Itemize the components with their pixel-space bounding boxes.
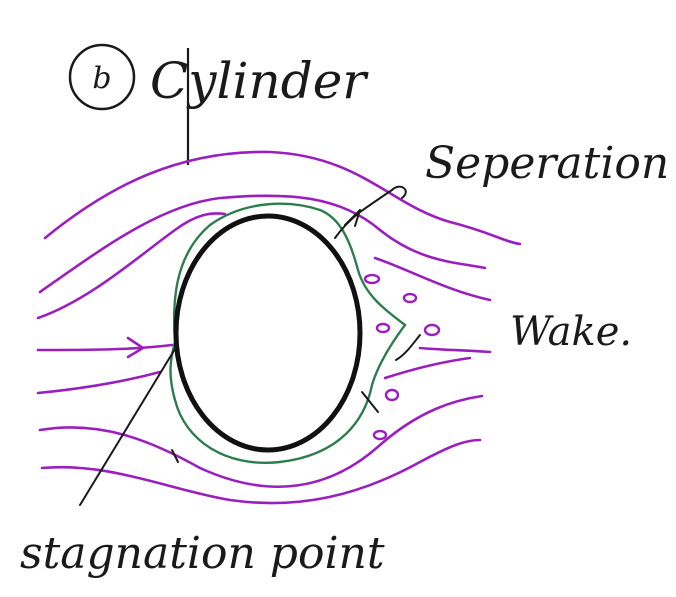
wake-eddy [402,292,418,304]
boundary-layer [169,202,407,464]
streamline-wake-upper [373,256,492,302]
stagnation-label: stagnation point [20,528,385,579]
wake-eddy [363,273,381,285]
streamline-center [36,343,174,352]
wake-label: Wake. [510,309,632,355]
wake-leader [395,334,421,361]
wake-eddy [372,429,388,441]
streamline-top-outer [43,150,522,246]
annotation-lines [79,185,421,506]
streamline-wake-lower [383,356,472,380]
wake-leader-tick [361,391,379,413]
title-group: b Cylinder [68,43,369,165]
wake-eddy [384,388,400,402]
title-label: Cylinder [150,52,369,110]
separation-leader [334,185,407,239]
streamline-bottom-2 [38,394,484,488]
streamline-bottom-3 [36,370,162,395]
part-marker-circle [68,43,136,111]
streamline-top-2 [38,194,487,294]
streamline-center-arrow [126,336,146,359]
wake-eddy [423,323,441,337]
cylinder-body [173,213,363,453]
streamlines [36,150,522,505]
wake-eddy [375,322,391,334]
stagnation-tick [171,449,179,463]
stagnation-leader [79,343,179,506]
separation-label: Seperation [425,138,669,189]
wake-eddies [363,273,441,441]
streamline-bottom-1 [40,438,482,505]
separation-arrowhead [344,209,361,227]
streamline-top-3 [36,212,227,320]
part-marker: b [92,61,111,96]
streamline-wake-center [418,346,492,354]
